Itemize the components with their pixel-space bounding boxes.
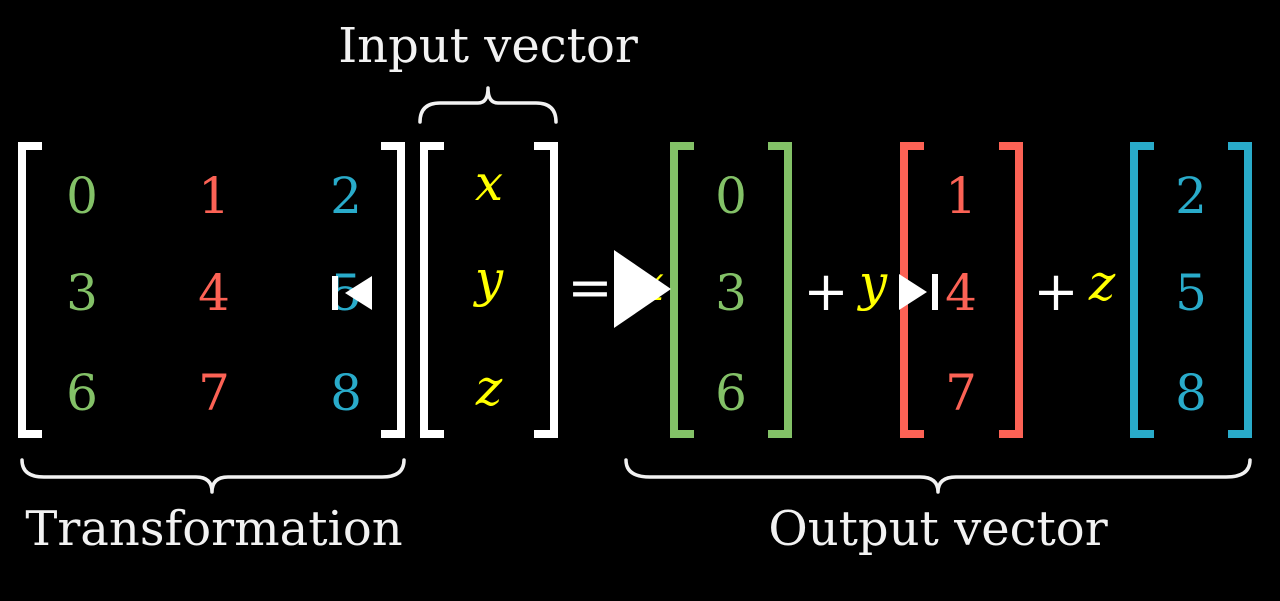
green-column-left-bracket <box>670 142 694 438</box>
column-entry: 6 <box>715 364 747 422</box>
matrix-cell: 1 <box>198 167 230 225</box>
matrix-cell: 7 <box>198 364 230 422</box>
input-vector-entry: z <box>475 359 503 417</box>
red-column-right-bracket <box>999 142 1023 438</box>
column-entry: 3 <box>715 264 747 322</box>
transformation-label: Transformation <box>25 501 402 557</box>
input-vector-brace <box>418 86 558 124</box>
transformation-brace <box>20 458 406 494</box>
play-button[interactable] <box>614 250 671 328</box>
matrix-cell: 3 <box>66 264 98 322</box>
input-vector-left-bracket <box>420 142 444 438</box>
matrix-cell: 8 <box>330 364 362 422</box>
input-vector-entry: y <box>473 250 504 308</box>
output-vector-brace <box>624 458 1252 494</box>
next-button[interactable] <box>894 270 940 314</box>
next-icon <box>899 274 938 310</box>
column-entry: 4 <box>945 264 977 322</box>
play-icon[interactable] <box>614 250 671 328</box>
matrix-left-bracket <box>18 142 42 438</box>
column-entry: 0 <box>715 167 747 225</box>
matrix-cell: 6 <box>66 364 98 422</box>
blue-column-left-bracket <box>1130 142 1154 438</box>
previous-button[interactable] <box>326 272 372 316</box>
plus-sign: + <box>803 260 848 323</box>
output-vector-label: Output vector <box>768 501 1107 557</box>
column-entry: 5 <box>1175 264 1207 322</box>
column-entry: 2 <box>1175 167 1207 225</box>
column-entry: 8 <box>1175 364 1207 422</box>
matrix-cell: 0 <box>66 167 98 225</box>
previous-icon <box>332 276 372 310</box>
plus-sign: + <box>1033 260 1078 323</box>
matrix-cell: 2 <box>330 167 362 225</box>
matrix-cell: 4 <box>198 264 230 322</box>
column-entry: 7 <box>945 364 977 422</box>
matrix-right-bracket <box>381 142 405 438</box>
coefficient-y: y <box>857 254 888 312</box>
green-column-right-bracket <box>768 142 792 438</box>
equals-sign: = <box>567 256 612 319</box>
input-vector-right-bracket <box>534 142 558 438</box>
blue-column-right-bracket <box>1228 142 1252 438</box>
coefficient-z: z <box>1088 254 1116 312</box>
input-vector-entry: x <box>475 154 503 212</box>
column-entry: 1 <box>945 167 977 225</box>
input-vector-label: Input vector <box>338 18 638 74</box>
